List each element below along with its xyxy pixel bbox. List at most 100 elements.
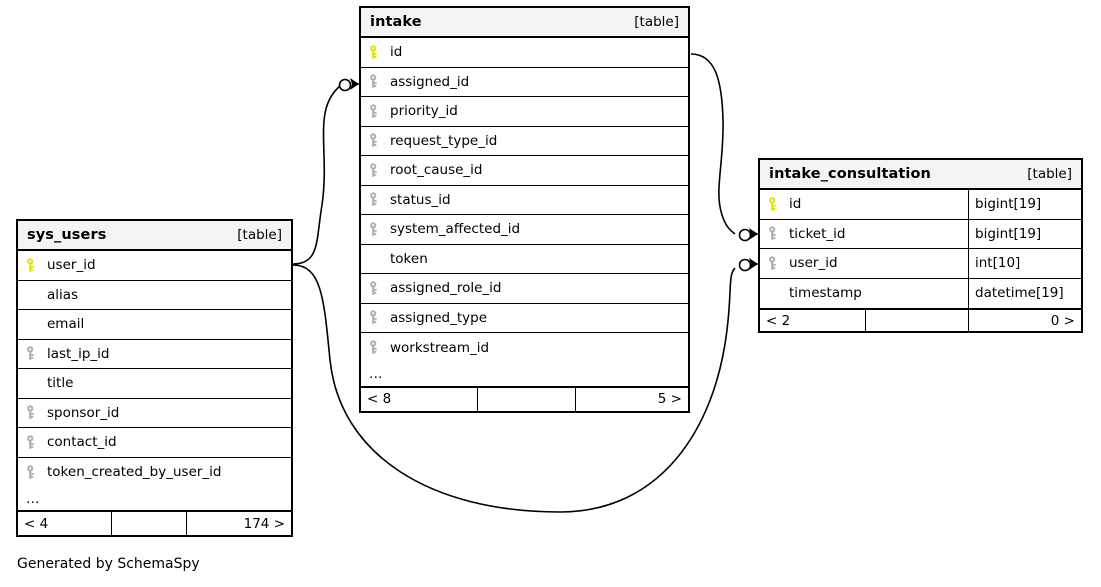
table-row[interactable]: email (18, 310, 291, 340)
table-footer-intake_consultation: < 2 0 > (760, 308, 1081, 331)
relationship-endpoint-circle (338, 78, 352, 92)
column-cell: user_id (760, 249, 968, 278)
column-name: assigned_id (390, 73, 470, 90)
table-type-tag: [table] (634, 14, 679, 30)
foreign-key-icon (369, 74, 390, 90)
table-row[interactable]: timestamp datetime[19] (760, 278, 1081, 308)
table-header-intake: intake [table] (361, 8, 688, 38)
foreign-key-icon (369, 221, 390, 237)
footer-parents-count: < 4 (18, 512, 112, 535)
foreign-key-icon (369, 192, 390, 208)
table-row[interactable]: root_cause_id (361, 156, 688, 186)
column-type: int[10] (968, 249, 1081, 278)
column-cell: assigned_type (361, 304, 688, 333)
column-cell: priority_id (361, 97, 688, 126)
column-name: id (390, 44, 403, 61)
column-type: datetime[19] (968, 278, 1081, 308)
table-row[interactable]: token_created_by_user_id (18, 457, 291, 487)
table-row[interactable]: alias (18, 280, 291, 310)
table-intake_consultation[interactable]: intake_consultation [table] id bigint[19]… (758, 158, 1083, 333)
footer-children-count: 0 > (1050, 312, 1075, 329)
table-row[interactable]: workstream_id (361, 333, 688, 363)
table-row[interactable]: assigned_id (361, 67, 688, 97)
table-footer-sys_users: < 4 174 > (18, 512, 291, 535)
relationship-endpoint-circle (738, 258, 752, 272)
column-cell: id (760, 190, 968, 219)
column-cell: sponsor_id (18, 399, 291, 428)
table-row[interactable]: last_ip_id (18, 339, 291, 369)
relationship-sys_users-intake (292, 85, 341, 265)
table-row[interactable]: sponsor_id (18, 398, 291, 428)
table-footer-intake: < 8 5 > (361, 387, 688, 411)
column-name: ticket_id (789, 225, 846, 242)
column-name: email (47, 316, 85, 333)
column-cell: assigned_id (361, 68, 688, 97)
table-row[interactable]: user_id (18, 251, 291, 281)
no-key-spacer (26, 316, 47, 332)
foreign-key-icon (26, 464, 47, 480)
table-title: intake_consultation (769, 166, 931, 182)
table-row[interactable]: assigned_type (361, 303, 688, 333)
table-row[interactable]: token (361, 244, 688, 274)
column-cell: assigned_role_id (361, 274, 688, 303)
table-header-sys_users: sys_users [table] (18, 221, 291, 251)
column-type: bigint[19] (968, 219, 1081, 248)
table-row[interactable]: priority_id (361, 97, 688, 127)
foreign-key-icon (768, 255, 789, 271)
foreign-key-icon (768, 226, 789, 242)
foreign-key-icon (26, 346, 47, 362)
no-key-spacer (26, 287, 47, 303)
table-row[interactable]: assigned_role_id (361, 274, 688, 304)
column-cell: contact_id (18, 428, 291, 457)
table-row[interactable]: request_type_id (361, 126, 688, 156)
column-type: bigint[19] (968, 190, 1081, 219)
table-type-tag: [table] (1027, 166, 1072, 182)
table-type-tag: [table] (237, 227, 282, 243)
column-name: token_created_by_user_id (47, 464, 222, 481)
relationship-endpoint-circle (738, 228, 752, 242)
footer-parents-count: < 2 (760, 310, 866, 331)
column-cell: title (18, 369, 291, 398)
relationship-crowsfoot-intake_consultation-ticket_id (749, 228, 758, 240)
footer-parents-count: < 8 (361, 387, 478, 411)
foreign-key-icon (369, 162, 390, 178)
column-name: workstream_id (390, 339, 490, 356)
table-row[interactable]: id bigint[19] (760, 190, 1081, 220)
column-name: system_affected_id (390, 221, 521, 238)
table-row[interactable]: title (18, 369, 291, 399)
column-name: status_id (390, 191, 451, 208)
primary-key-icon (768, 196, 789, 212)
table-row[interactable]: system_affected_id (361, 215, 688, 245)
column-name: id (789, 196, 802, 213)
column-cell: last_ip_id (18, 340, 291, 369)
column-cell: system_affected_id (361, 215, 688, 244)
column-name: alias (47, 286, 79, 303)
foreign-key-icon (369, 310, 390, 326)
column-name: user_id (789, 255, 838, 272)
table-row[interactable]: contact_id (18, 428, 291, 458)
footer-middle (112, 512, 187, 535)
no-key-spacer (768, 285, 789, 301)
column-name: timestamp (789, 285, 862, 302)
column-cell: request_type_id (361, 127, 688, 156)
column-name: contact_id (47, 434, 117, 451)
table-row[interactable]: id (361, 38, 688, 68)
column-name: request_type_id (390, 132, 498, 149)
foreign-key-icon (369, 340, 390, 356)
table-row[interactable]: status_id (361, 185, 688, 215)
table-row[interactable]: user_id int[10] (760, 249, 1081, 279)
column-name: title (47, 375, 74, 392)
table-title: sys_users (27, 227, 107, 243)
footer-children-count: 174 > (243, 515, 285, 532)
foreign-key-icon (26, 434, 47, 450)
relationship-intake-intake_consultation (690, 53, 736, 235)
column-name: last_ip_id (47, 345, 110, 362)
relationship-crowsfoot-intake-assigned_id (350, 78, 359, 90)
column-name: token (390, 250, 428, 267)
table-row[interactable]: ticket_id bigint[19] (760, 219, 1081, 249)
